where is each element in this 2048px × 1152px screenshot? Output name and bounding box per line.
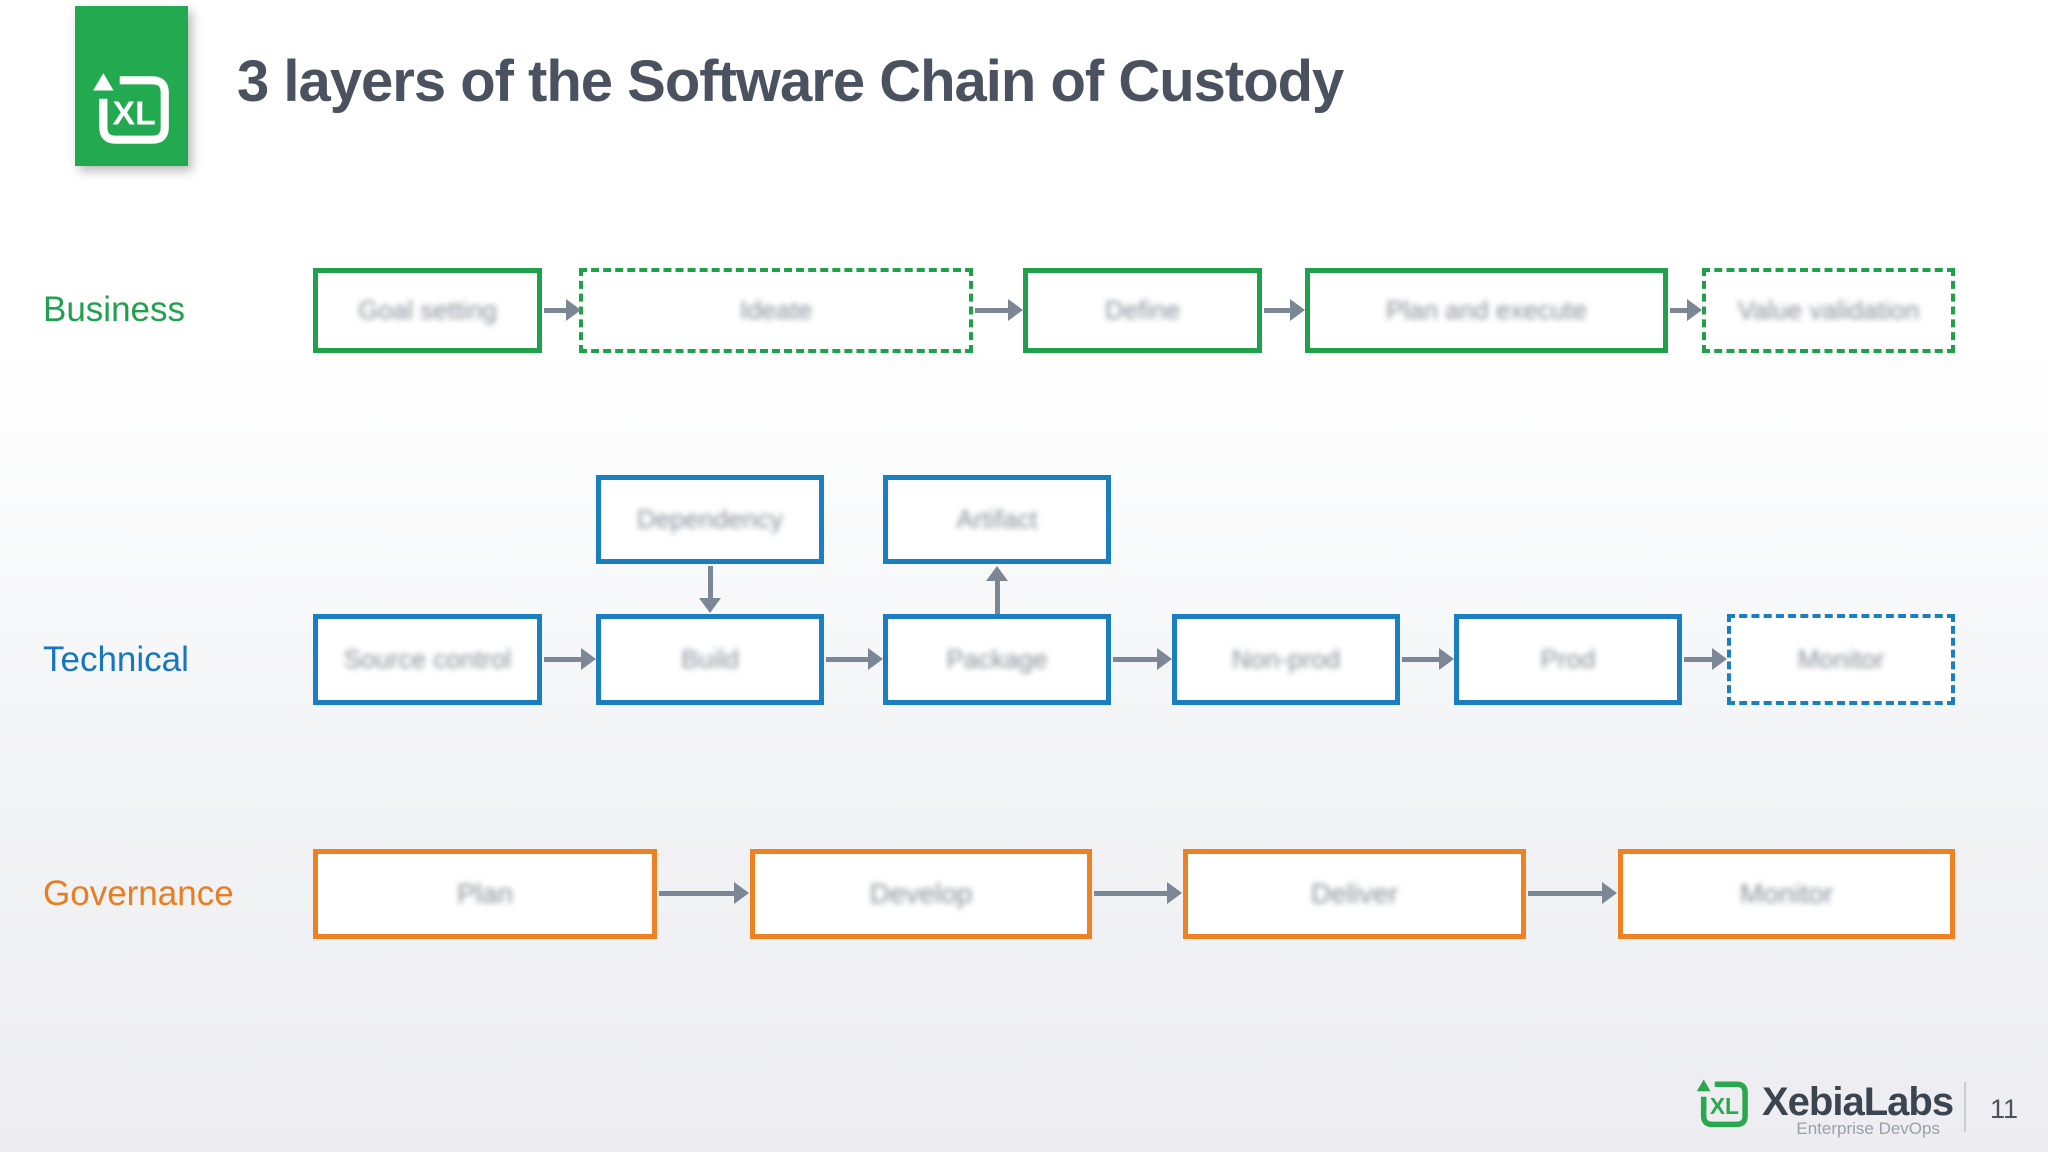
box-label: Deliver [1310, 878, 1399, 909]
xebialabs-logo-flag: XL [75, 6, 188, 166]
box-label: Ideate [739, 295, 813, 325]
arrow-right-icon [1113, 648, 1172, 670]
box-label: Artifact [956, 504, 1038, 534]
xl-logo-icon: XL [93, 73, 169, 144]
page-number: 11 [1990, 1094, 2019, 1124]
box-label: Non-prod [1231, 644, 1341, 674]
arrow-right-icon [1528, 882, 1617, 904]
business-box-goal-setting: Goal setting [313, 268, 542, 353]
box-label: Source control [343, 644, 512, 674]
governance-box-plan: Plan [313, 849, 657, 939]
governance-box-develop: Develop [750, 849, 1092, 939]
arrow-up-icon [986, 566, 1008, 614]
arrow-right-icon [826, 648, 883, 670]
box-label: Monitor [1739, 878, 1834, 909]
box-label: Define [1104, 295, 1181, 325]
xl-logo-icon-footer: XL [1694, 1076, 1752, 1139]
box-label: Dependency [637, 504, 783, 534]
row-label-governance: Governance [43, 874, 234, 913]
governance-box-deliver: Deliver [1183, 849, 1526, 939]
technical-box-artifact: Artifact [883, 475, 1111, 564]
row-label-business: Business [43, 290, 186, 329]
box-label: Plan [456, 878, 514, 909]
arrow-down-icon [699, 566, 721, 613]
arrow-right-icon [544, 299, 581, 321]
technical-box-prod: Prod [1454, 614, 1682, 705]
box-label: Develop [869, 878, 973, 909]
box-label: Plan and execute [1386, 295, 1587, 325]
box-label: Value validation [1737, 295, 1920, 325]
arrow-right-icon [1684, 648, 1727, 670]
governance-box-monitor: Monitor [1618, 849, 1955, 939]
technical-box-monitor: Monitor [1727, 614, 1955, 705]
arrow-right-icon [1402, 648, 1454, 670]
business-box-value-validation: Value validation [1702, 268, 1955, 353]
arrow-right-icon [1264, 299, 1305, 321]
svg-text:XL: XL [1710, 1093, 1739, 1119]
business-box-define: Define [1023, 268, 1262, 353]
arrow-right-icon [975, 299, 1023, 321]
svg-text:XL: XL [113, 94, 156, 132]
row-label-technical: Technical [43, 640, 189, 679]
technical-box-dependency: Dependency [596, 475, 824, 564]
business-box-plan-and-execute: Plan and execute [1305, 268, 1668, 353]
box-label: Goal setting [358, 295, 497, 325]
arrow-right-icon [659, 882, 749, 904]
arrow-right-icon [544, 648, 596, 670]
technical-box-package: Package [883, 614, 1111, 705]
technical-box-source-control: Source control [313, 614, 542, 705]
box-label: Build [681, 644, 739, 674]
footer-brand-name: XebiaLabs [1762, 1080, 1954, 1124]
arrow-right-icon [1670, 299, 1702, 321]
box-label: Prod [1540, 644, 1596, 674]
technical-box-non-prod: Non-prod [1172, 614, 1400, 705]
page-title: 3 layers of the Software Chain of Custod… [237, 49, 1344, 114]
footer-divider [1964, 1082, 1966, 1132]
business-box-ideate: Ideate [579, 268, 973, 353]
box-label: Monitor [1797, 644, 1885, 674]
technical-box-build: Build [596, 614, 824, 705]
arrow-right-icon [1094, 882, 1182, 904]
footer-tagline: Enterprise DevOps [1796, 1119, 1940, 1138]
box-label: Package [946, 644, 1048, 674]
